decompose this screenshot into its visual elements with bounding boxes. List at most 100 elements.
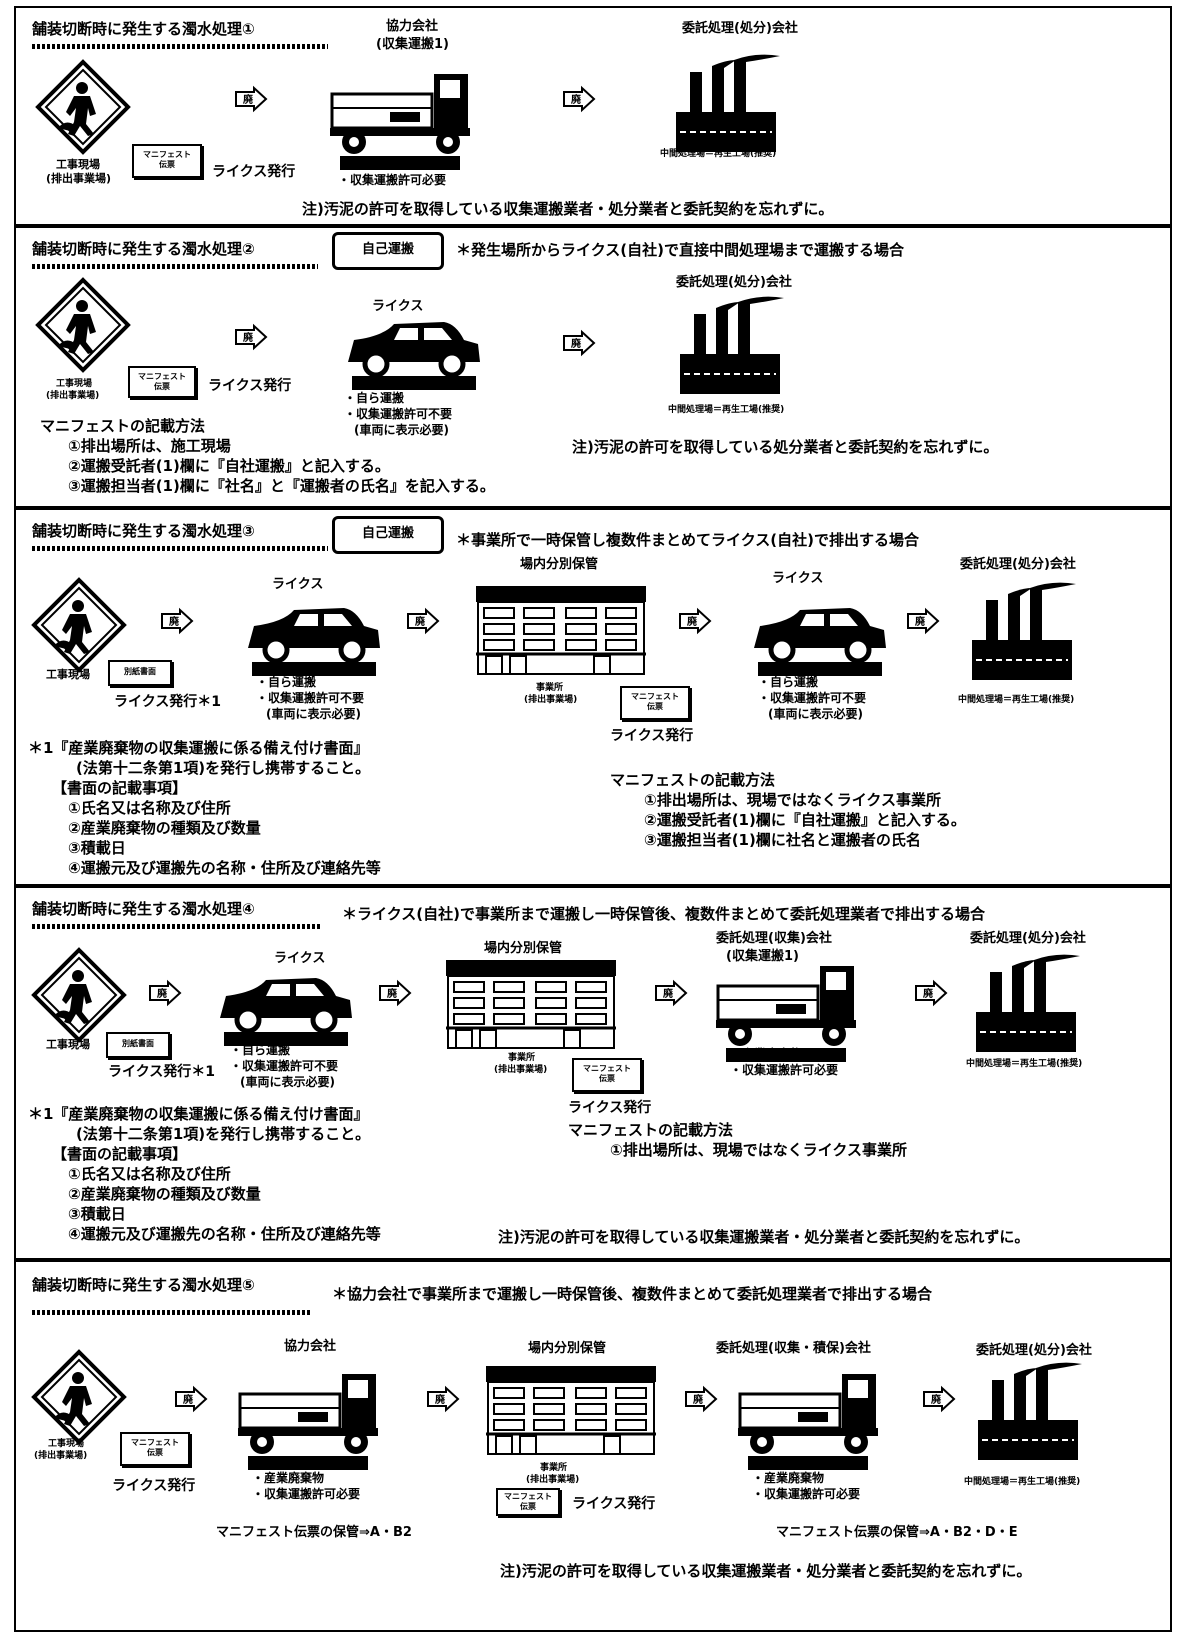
site-label-sub: (排出事業場) xyxy=(46,391,100,401)
footnote: ③積載日 xyxy=(68,839,126,857)
car-label: ライクス xyxy=(274,951,326,966)
arrow-label: 廃 xyxy=(571,337,582,350)
arrow-label: 廃 xyxy=(243,93,254,106)
site-label: 工事現場 xyxy=(56,158,100,171)
storage-label: 場内分別保管 xyxy=(528,1341,607,1356)
factory-icon xyxy=(977,1361,1083,1461)
manifest-slip: マニフェスト伝票 xyxy=(132,144,202,178)
car-note: ・収集運搬許可不要 xyxy=(230,1059,339,1073)
section-title: 舗装切断時に発生する濁水処理③ xyxy=(32,522,255,540)
arrow-label: 廃 xyxy=(387,987,398,1000)
plant-label: 中間処理場＝再生工場(推奨) xyxy=(668,405,785,415)
office-label-sub: (排出事業場) xyxy=(526,1475,580,1485)
factory-icon xyxy=(975,953,1081,1053)
office-label: 事業所 xyxy=(508,1053,536,1063)
title-underline xyxy=(32,44,328,49)
car-note: (車両に表示必要) xyxy=(266,707,361,721)
footnote: 【書面の記載事項】 xyxy=(52,779,188,797)
truck-icon xyxy=(236,1372,380,1472)
construction-sign-icon xyxy=(32,1350,126,1444)
office-label: 事業所 xyxy=(540,1463,568,1473)
arrow-icon: 廃 xyxy=(563,331,595,355)
building-icon xyxy=(474,584,648,676)
arrow-label: 廃 xyxy=(157,987,168,1000)
title-underline xyxy=(32,264,318,269)
issue-label: ライクス発行＊1 xyxy=(108,1064,216,1080)
disposal-label: 委託処理(処分)会社 xyxy=(970,931,1086,946)
arrow-icon: 廃 xyxy=(427,1387,459,1411)
plant-label: 中間処理場＝再生工場(推奨) xyxy=(964,1477,1081,1487)
issue-label: ライクス発行 xyxy=(572,1496,656,1512)
footnote: ①氏名又は名称及び住所 xyxy=(68,1165,231,1183)
plant-label: 中間処理場＝再生工場(推奨) xyxy=(958,695,1075,705)
truck-note: ・産業廃棄物 xyxy=(338,157,411,171)
storage-label: 場内分別保管 xyxy=(484,941,563,956)
office-label: 事業所 xyxy=(536,683,564,693)
car-note: (車両に表示必要) xyxy=(768,707,863,721)
arrow-label: 廃 xyxy=(923,987,934,1000)
title-underline xyxy=(32,546,328,551)
footnote: ＊1『産業廃棄物の収集運搬に係る備え付け書面』 xyxy=(28,1105,369,1123)
plant-label: 中間処理場＝再生工場(推奨) xyxy=(966,1059,1083,1069)
site-label: 工事現場 xyxy=(56,379,93,389)
section-desc: ＊事業所で一時保管し複数件まとめてライクス(自社)で排出する場合 xyxy=(456,531,919,549)
note: 注)汚泥の許可を取得している処分業者と委託契約を忘れずに。 xyxy=(572,438,999,456)
site-label: 工事現場 xyxy=(46,1038,90,1051)
arrow-label: 廃 xyxy=(183,1393,194,1406)
construction-sign-icon xyxy=(32,948,126,1042)
manifest-slip: マニフェスト伝票 xyxy=(572,1058,642,1092)
arrow-label: 廃 xyxy=(663,987,674,1000)
arrow-label: 廃 xyxy=(571,93,582,106)
site-label-sub: (排出事業場) xyxy=(46,172,112,185)
disposal-label: 委託処理(処分)会社 xyxy=(960,557,1076,572)
truck-note: ・産業廃棄物 xyxy=(730,1047,803,1061)
arrow-icon: 廃 xyxy=(235,325,267,349)
manifest-keep: マニフェスト伝票の保管⇒A・B2・D・E xyxy=(776,1525,1018,1540)
method-item: ①排出場所は、施工現場 xyxy=(68,437,231,455)
method-item: ②運搬受託者(1)欄に『自社運搬』と記入する。 xyxy=(68,457,390,475)
car-note: ・自ら運搬 xyxy=(230,1043,291,1057)
footnote: ③積載日 xyxy=(68,1205,126,1223)
arrow-icon: 廃 xyxy=(149,981,181,1005)
manifest-slip: マニフェスト伝票 xyxy=(128,366,196,398)
factory-icon xyxy=(675,53,781,153)
office-label-sub: (排出事業場) xyxy=(494,1065,548,1075)
footnote: (法第十二条第1項)を発行し携帯すること。 xyxy=(76,759,371,777)
arrow-label: 廃 xyxy=(915,615,926,628)
method-item: ①排出場所は、現場ではなくライクス事業所 xyxy=(644,791,941,809)
footnote: ＊1『産業廃棄物の収集運搬に係る備え付け書面』 xyxy=(28,739,369,757)
collector-label: 委託処理(収集)会社 xyxy=(716,931,832,946)
title-underline xyxy=(32,924,322,929)
car-icon xyxy=(750,596,890,678)
truck-note: ・収集運搬許可必要 xyxy=(252,1487,361,1501)
truck-note: ・収集運搬許可必要 xyxy=(730,1063,839,1077)
method-item: ③運搬担当者(1)欄に『社名』と『運搬者の氏名』を記入する。 xyxy=(68,477,495,495)
arrow-icon: 廃 xyxy=(407,609,439,633)
disposal-label: 委託処理(処分)会社 xyxy=(976,1343,1092,1358)
disposal-label: 委託処理(処分)会社 xyxy=(682,21,798,36)
section-desc: ＊ライクス(自社)で事業所まで運搬し一時保管後、複数件まとめて委託処理業者で排出… xyxy=(342,905,985,923)
section-2: 舗装切断時に発生する濁水処理② 自己運搬 ＊発生場所からライクス(自社)で直接中… xyxy=(14,226,1172,508)
factory-icon xyxy=(679,295,785,395)
self-transport-box: 自己運搬 xyxy=(332,516,444,554)
title-underline xyxy=(32,1310,312,1315)
construction-sign-icon xyxy=(32,578,126,672)
construction-sign-icon xyxy=(36,278,130,372)
building-icon xyxy=(484,1364,658,1456)
car-note: (車両に表示必要) xyxy=(240,1075,335,1089)
plant-label: 中間処理場＝再生工場(推奨) xyxy=(660,149,777,159)
arrow-icon: 廃 xyxy=(907,609,939,633)
arrow-label: 廃 xyxy=(931,1393,942,1406)
arrow-label: 廃 xyxy=(693,1393,704,1406)
arrow-label: 廃 xyxy=(415,615,426,628)
note: 注)汚泥の許可を取得している収集運搬業者・処分業者と委託契約を忘れずに。 xyxy=(500,1562,1032,1580)
car-note: ・自ら運搬 xyxy=(344,391,405,405)
section-1: 舗装切断時に発生する濁水処理① 協力会社 (収集運搬1) 委託処理(処分)会社 … xyxy=(14,6,1172,226)
footnote: ①氏名又は名称及び住所 xyxy=(68,799,231,817)
car-label: ライクス xyxy=(272,577,324,592)
company-label: 協力会社 xyxy=(284,1339,337,1354)
footnote: 【書面の記載事項】 xyxy=(52,1145,188,1163)
arrow-icon: 廃 xyxy=(175,1387,207,1411)
construction-sign-icon xyxy=(36,60,130,154)
truck-note: ・収集運搬許可必要 xyxy=(338,173,447,187)
